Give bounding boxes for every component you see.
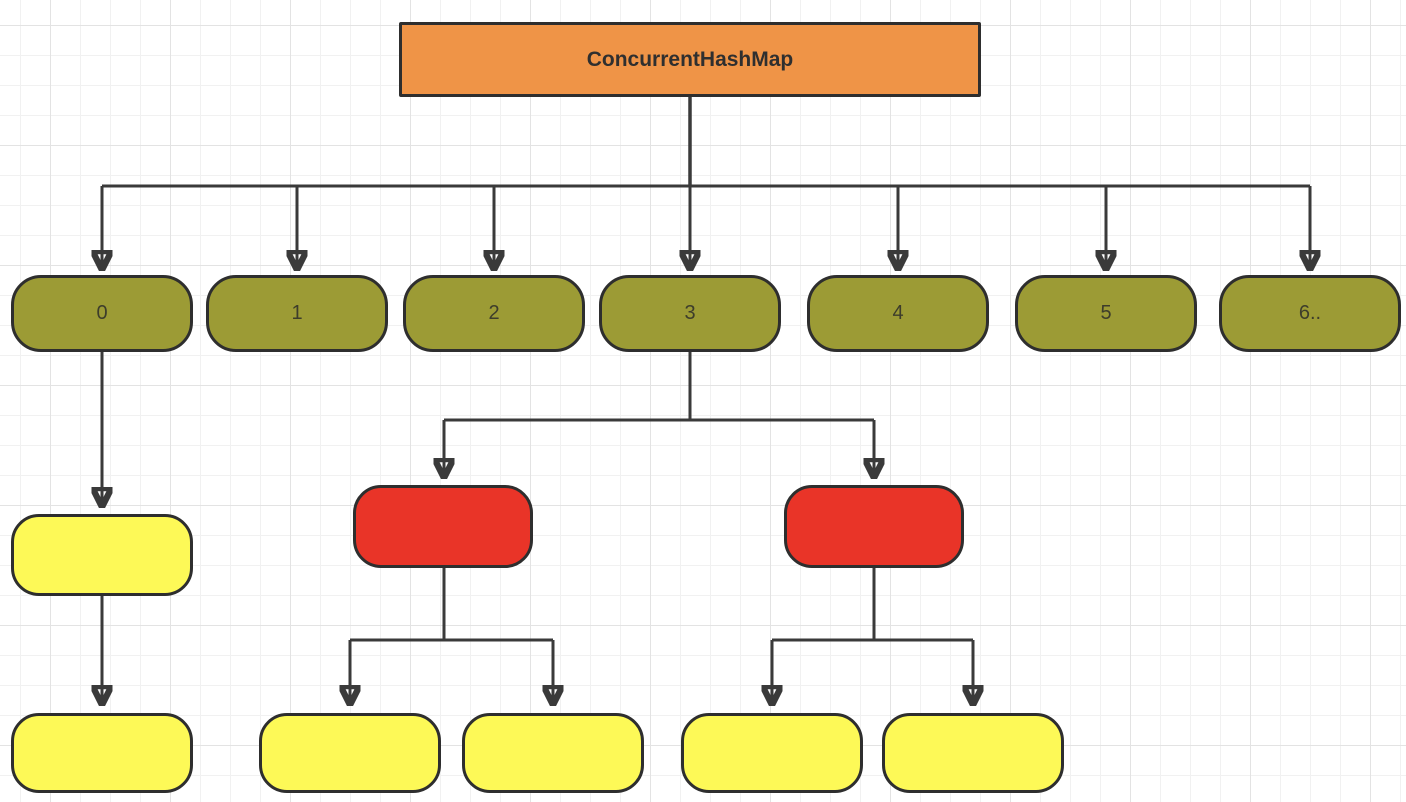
bucket-node-1[interactable]: 1 — [206, 275, 388, 352]
bucket-label: 3 — [684, 302, 696, 324]
bucket-node-3[interactable]: 3 — [599, 275, 781, 352]
leaf-node-1[interactable] — [259, 713, 441, 793]
leaf-node-2[interactable] — [462, 713, 644, 793]
bucket-label: 0 — [96, 302, 108, 324]
bucket-label: 2 — [488, 302, 500, 324]
bucket-node-6[interactable]: 6.. — [1219, 275, 1401, 352]
node-concurrenthashmap-label: ConcurrentHashMap — [586, 47, 794, 71]
tree-node-right[interactable] — [784, 485, 964, 568]
bucket-node-0[interactable]: 0 — [11, 275, 193, 352]
leaf-node-4[interactable] — [882, 713, 1064, 793]
bucket-node-5[interactable]: 5 — [1015, 275, 1197, 352]
leaf-node-3[interactable] — [681, 713, 863, 793]
bucket-label: 5 — [1100, 302, 1112, 324]
list-node-chain-1[interactable] — [11, 514, 193, 596]
tree-node-left[interactable] — [353, 485, 533, 568]
bucket-label: 1 — [291, 302, 303, 324]
list-node-chain-2[interactable] — [11, 713, 193, 793]
bucket-label: 6.. — [1298, 302, 1322, 324]
bucket-node-4[interactable]: 4 — [807, 275, 989, 352]
node-concurrenthashmap[interactable]: ConcurrentHashMap — [399, 22, 981, 97]
bucket-node-2[interactable]: 2 — [403, 275, 585, 352]
bucket-label: 4 — [892, 302, 904, 324]
